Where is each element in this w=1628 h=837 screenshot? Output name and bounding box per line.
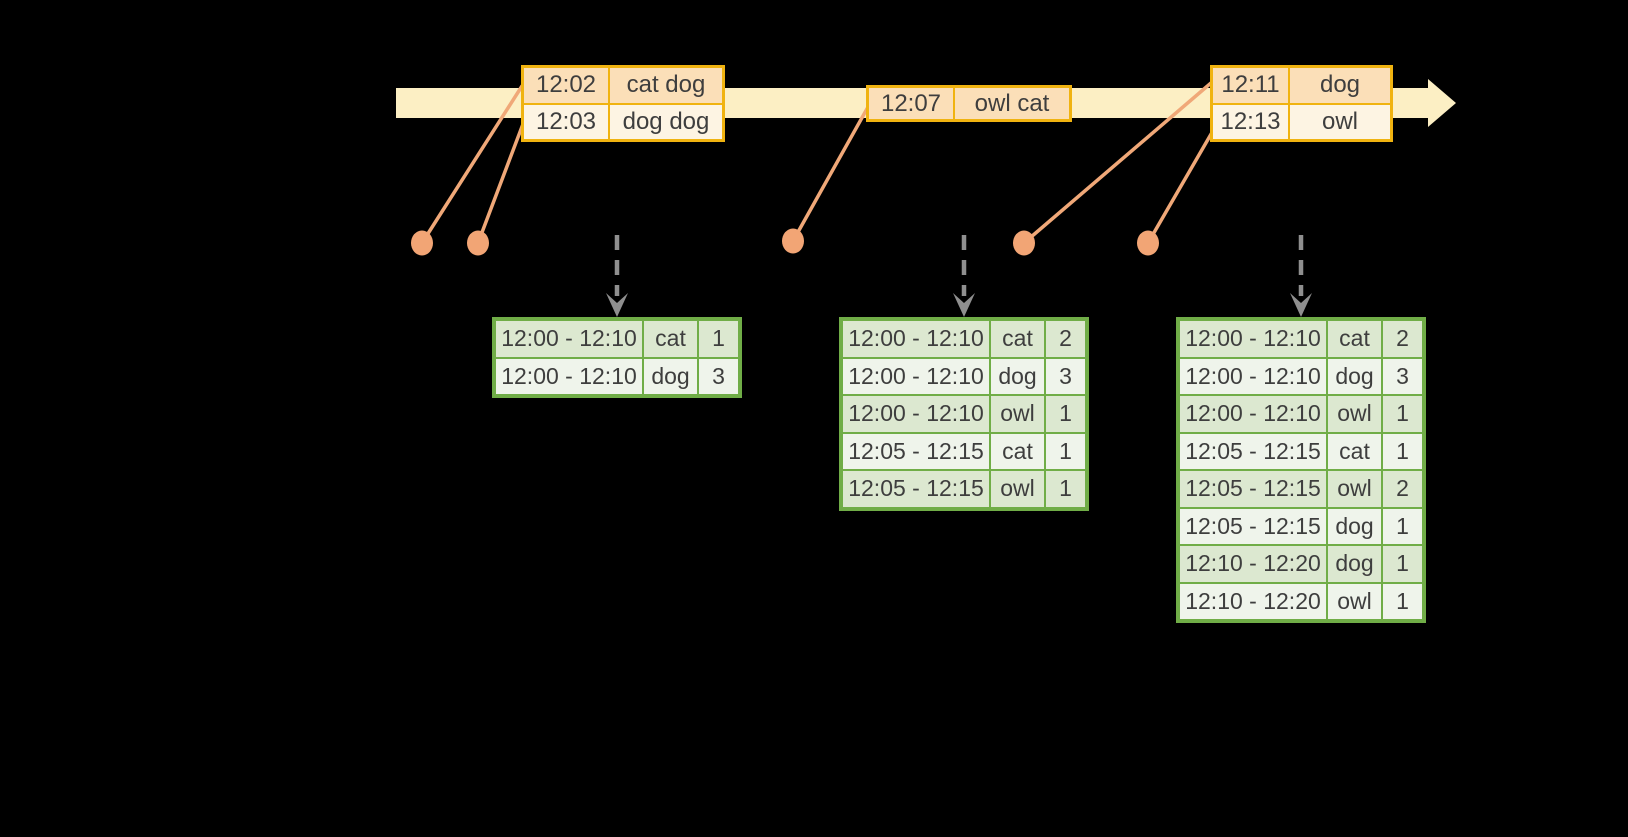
window-cell: 12:10 - 12:20 [1180,583,1326,619]
window-cell: 12:00 - 12:10 [843,396,989,432]
window-cell: 12:05 - 12:15 [843,471,989,507]
event-connector-line [476,122,525,245]
event-dots [411,228,1159,256]
count-cell: 3 [699,358,738,394]
count-cell: 1 [1046,433,1085,469]
word-cell: owl [1328,583,1381,619]
word-cell: dog [991,358,1044,394]
event-words-cell: owl cat [955,88,1069,119]
event-time-cell: 12:07 [869,88,953,119]
word-cell: owl [1328,471,1381,507]
window-cell: 12:10 - 12:20 [1180,546,1326,582]
count-cell: 1 [1046,471,1085,507]
word-cell: cat [991,433,1044,469]
word-cell: dog [1328,546,1381,582]
down-arrow-icon [953,293,975,317]
word-cell: cat [991,321,1044,357]
down-arrow-icon [606,293,628,317]
count-cell: 1 [699,321,738,357]
word-cell: dog [1328,358,1381,394]
window-cell: 12:00 - 12:10 [496,358,642,394]
event-words-cell: dog dog [610,104,722,139]
count-cell: 1 [1046,396,1085,432]
window-cell: 12:00 - 12:10 [496,321,642,357]
word-cell: owl [991,471,1044,507]
window-cell: 12:00 - 12:10 [1180,358,1326,394]
count-cell: 2 [1383,321,1422,357]
window-cell: 12:00 - 12:10 [1180,321,1326,357]
word-cell: cat [1328,321,1381,357]
count-cell: 1 [1383,508,1422,544]
count-cell: 2 [1046,321,1085,357]
word-cell: cat [644,321,697,357]
count-cell: 1 [1383,546,1422,582]
event-connector-line [420,84,524,245]
event-words-cell: owl [1290,104,1390,139]
event-dot-icon [411,230,433,256]
window-cell: 12:00 - 12:10 [1180,396,1326,432]
event-dot-icon [467,230,489,256]
window-cell: 12:00 - 12:10 [843,358,989,394]
word-cell: owl [1328,396,1381,432]
event-connector-line [791,105,870,243]
event-time-cell: 12:11 [1213,68,1288,103]
down-arrow-icon [1290,293,1312,317]
count-cell: 2 [1383,471,1422,507]
event-dot-icon [1137,230,1159,256]
event-time-cell: 12:02 [524,68,608,103]
word-cell: dog [644,358,697,394]
word-cell: dog [1328,508,1381,544]
event-dot-icon [1013,230,1035,256]
window-cell: 12:00 - 12:10 [843,321,989,357]
event-connector-line [1022,81,1213,245]
count-cell: 1 [1383,396,1422,432]
event-dot-icon [782,228,804,254]
event-words-cell: cat dog [610,68,722,103]
trigger-arrow-3 [1290,235,1312,317]
count-cell: 3 [1046,358,1085,394]
event-time-cell: 12:13 [1213,104,1288,139]
event-words-cell: dog [1290,68,1390,103]
window-cell: 12:05 - 12:15 [843,433,989,469]
event-time-cell: 12:03 [524,104,608,139]
trigger-arrow-2 [953,235,975,317]
count-cell: 1 [1383,433,1422,469]
window-cell: 12:05 - 12:15 [1180,471,1326,507]
trigger-arrow-1 [606,235,628,317]
event-connector-line [1146,127,1216,245]
event-connectors [420,81,1216,245]
timeline-arrowhead-icon [1428,79,1456,127]
word-cell: cat [1328,433,1381,469]
word-cell: owl [991,396,1044,432]
window-cell: 12:05 - 12:15 [1180,508,1326,544]
count-cell: 3 [1383,358,1422,394]
count-cell: 1 [1383,583,1422,619]
window-cell: 12:05 - 12:15 [1180,433,1326,469]
